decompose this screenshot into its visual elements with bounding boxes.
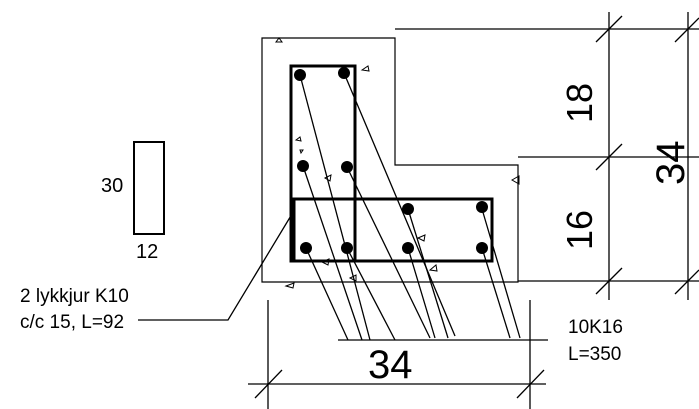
dim-bottom-label: 16 — [559, 210, 600, 250]
rebars — [294, 67, 488, 254]
rebar-annotation: 10K16 L=350 — [568, 317, 623, 365]
rebar-label-line2: L=350 — [568, 344, 621, 365]
rebar — [476, 201, 488, 213]
small-section: 30 12 — [101, 141, 165, 263]
stirrup-label-line1: 2 lykkjur K10 — [20, 286, 129, 307]
concrete-outline — [261, 37, 519, 283]
rebar — [294, 69, 306, 81]
rebar — [476, 242, 488, 254]
bottom-dimension — [248, 300, 546, 409]
rebar — [341, 161, 353, 173]
rebar — [297, 160, 309, 172]
rebar — [338, 67, 350, 79]
rebar — [402, 203, 414, 215]
stirrup-leader — [138, 213, 293, 321]
small-section-rect — [133, 141, 165, 235]
rebar — [402, 242, 414, 254]
stirrup-annotation: 2 lykkjur K10 c/c 15, L=92 — [20, 213, 293, 333]
small-section-height-label: 30 — [101, 175, 123, 197]
rebar — [300, 242, 312, 254]
rebar — [341, 242, 353, 254]
rebar-leader-lines — [299, 72, 548, 341]
concrete-section — [261, 37, 520, 289]
stirrup-label-line2: c/c 15, L=92 — [20, 312, 124, 333]
dim-total-height-label: 34 — [649, 141, 693, 186]
right-dimensions — [395, 12, 699, 300]
dim-width-label: 34 — [368, 343, 413, 387]
dim-top-label: 18 — [559, 83, 600, 123]
small-section-width-label: 12 — [136, 241, 158, 263]
rebar-label-line1: 10K16 — [568, 317, 623, 338]
